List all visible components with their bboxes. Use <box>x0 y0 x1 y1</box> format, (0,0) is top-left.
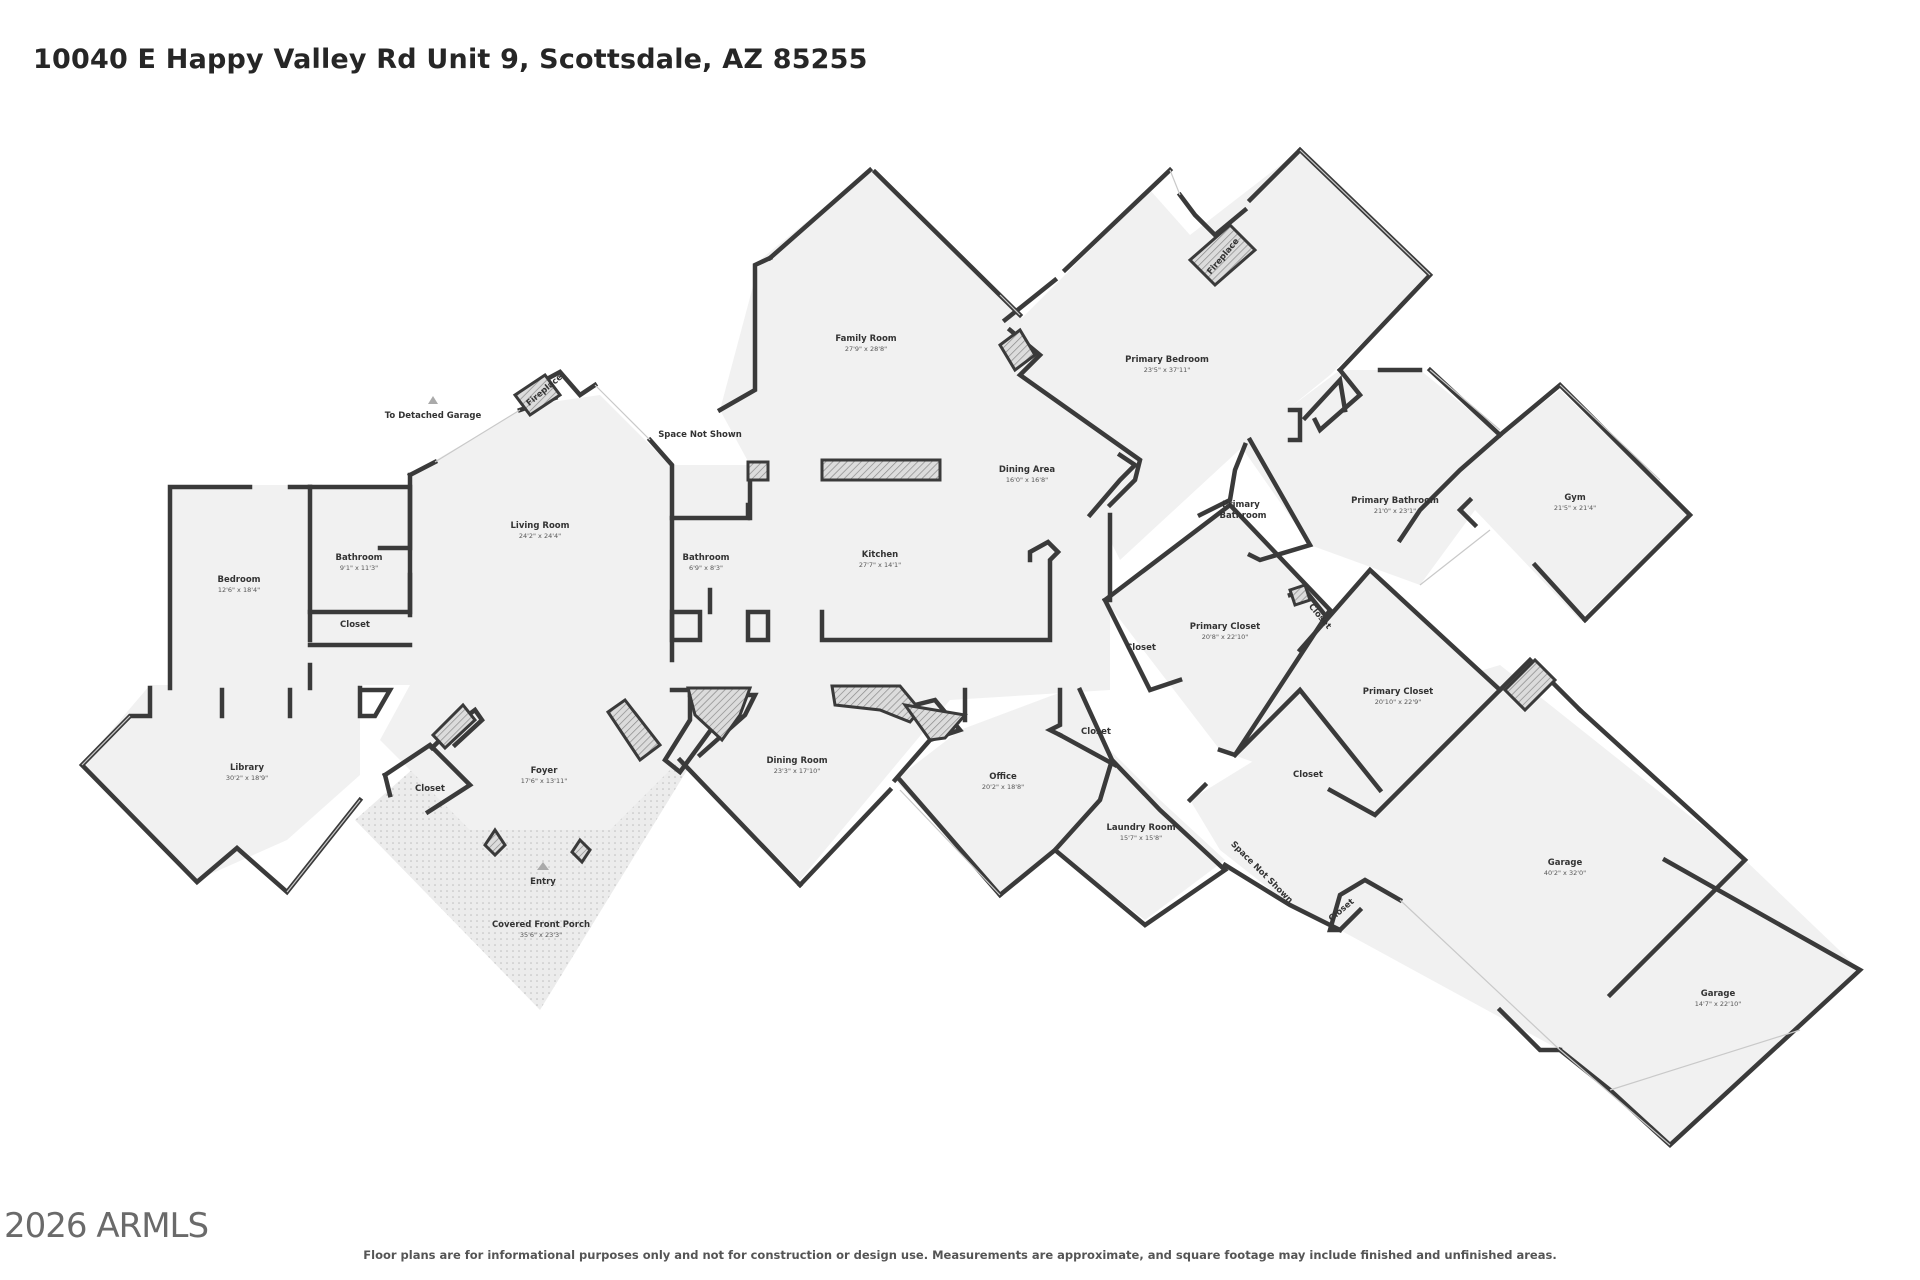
bathroom-center-label: Bathroom <box>682 553 729 563</box>
primary-bedroom-dim: 23'5" x 37'11" <box>1144 366 1190 374</box>
page-title: 10040 E Happy Valley Rd Unit 9, Scottsda… <box>33 44 868 75</box>
dining-room-label: Dining Room <box>766 756 827 766</box>
porch-dim: 35'6" x 23'3" <box>520 931 562 939</box>
closet-office-label: Closet <box>1081 727 1111 737</box>
kitchen-dim: 27'7" x 14'1" <box>859 561 901 569</box>
garage-1-dim: 40'2" x 32'0" <box>1544 869 1586 877</box>
space-not-shown-1-label: Space Not Shown <box>658 430 742 440</box>
bedroom-dim: 12'6" x 18'4" <box>218 586 260 594</box>
primary-bathroom-small-label-1: Primary <box>1222 500 1260 510</box>
closet-foyer-label: Closet <box>415 784 445 794</box>
foyer-label: Foyer <box>531 766 559 776</box>
gym-dim: 21'5" x 21'4" <box>1554 504 1596 512</box>
armls-watermark: 2026 ARMLS <box>4 1206 209 1246</box>
library-dim: 30'2" x 18'9" <box>226 774 268 782</box>
windows <box>81 149 1801 1146</box>
garage-2-dim: 14'7" x 22'10" <box>1695 1000 1741 1008</box>
porch-label: Covered Front Porch <box>492 920 590 930</box>
primary-bathroom-label: Primary Bathroom <box>1351 496 1439 506</box>
laundry-room-label: Laundry Room <box>1106 823 1175 833</box>
garage-2-label: Garage <box>1701 989 1736 999</box>
bathroom-center-dim: 6'9" x 8'3" <box>689 564 723 572</box>
library-label: Library <box>230 763 265 773</box>
primary-bedroom-label: Primary Bedroom <box>1125 355 1209 365</box>
entry-label: Entry <box>530 877 556 887</box>
dining-room-dim: 23'3" x 17'10" <box>774 767 820 775</box>
bedroom-label: Bedroom <box>217 575 260 585</box>
primary-closet-2-label: Primary Closet <box>1363 687 1434 697</box>
garage-1-label: Garage <box>1548 858 1583 868</box>
detached-garage-marker-icon <box>428 396 438 404</box>
bathroom-west-label: Bathroom <box>335 553 382 563</box>
closet-west-label: Closet <box>340 620 370 630</box>
dining-area-label: Dining Area <box>999 465 1056 475</box>
kitchen-label: Kitchen <box>862 550 898 560</box>
primary-bathroom-small-label-2: Bathroom <box>1219 511 1266 521</box>
living-room-label: Living Room <box>511 521 570 531</box>
family-room-label: Family Room <box>835 334 896 344</box>
laundry-room-dim: 15'7" x 15'8" <box>1120 834 1162 842</box>
living-room-dim: 24'2" x 24'4" <box>519 532 561 540</box>
foyer-dim: 17'6" x 13'11" <box>521 777 567 785</box>
entry-marker-icon <box>537 862 549 870</box>
floor-fills <box>82 150 1860 1145</box>
primary-bathroom-dim: 21'0" x 23'1" <box>1374 507 1416 515</box>
primary-closet-1-dim: 20'8" x 22'10" <box>1202 633 1248 641</box>
footer-disclaimer: Floor plans are for informational purpos… <box>363 1248 1557 1262</box>
office-dim: 20'2" x 18'8" <box>982 783 1024 791</box>
office-label: Office <box>989 772 1017 782</box>
primary-closet-1-label: Primary Closet <box>1190 622 1261 632</box>
bathroom-west-dim: 9'1" x 11'3" <box>340 564 378 572</box>
gym-label: Gym <box>1564 493 1586 503</box>
primary-closet-2-dim: 20'10" x 22'9" <box>1375 698 1421 706</box>
hatched-elements <box>430 222 1558 865</box>
family-room-dim: 27'9" x 28'8" <box>845 345 887 353</box>
dining-area-dim: 16'0" x 16'8" <box>1006 476 1048 484</box>
closet-pc1-label: Closet <box>1126 643 1156 653</box>
closet-pc2-label: Closet <box>1293 770 1323 780</box>
to-detached-garage-label: To Detached Garage <box>385 411 482 421</box>
